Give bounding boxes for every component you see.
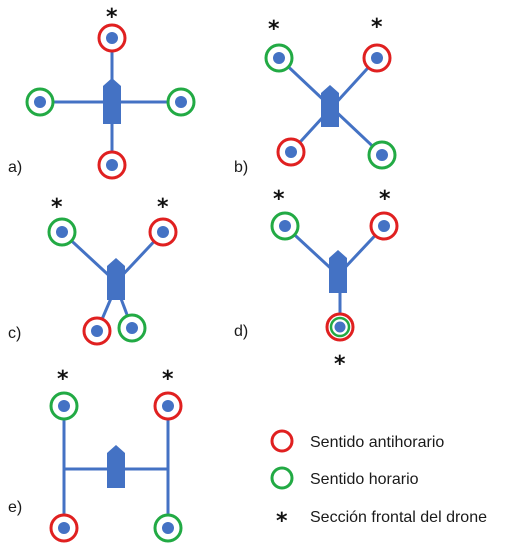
panel-label-d: d)	[234, 323, 248, 340]
panel-c: * * c)	[8, 195, 178, 346]
front-marker: *	[57, 367, 69, 392]
front-marker: *	[268, 17, 280, 42]
panel-label-a: a)	[8, 159, 22, 176]
asterisk-icon: *	[276, 509, 288, 534]
panel-e: * * e)	[8, 367, 183, 543]
red-ring-icon	[270, 429, 294, 453]
legend: Sentido antihorario Sentido horario * Se…	[270, 429, 487, 534]
motor-cw	[367, 140, 397, 170]
motor-cw	[47, 217, 77, 247]
motor-cw	[264, 43, 294, 73]
panel-a: * a)	[8, 5, 196, 180]
legend-text-ccw: Sentido antihorario	[310, 434, 444, 451]
motor-ccw	[97, 23, 127, 53]
motor-ccw	[82, 316, 112, 346]
front-marker: *	[162, 367, 174, 392]
motor-ccw	[49, 513, 79, 543]
panel-d: * * * d)	[234, 187, 399, 377]
front-marker: *	[273, 187, 285, 212]
legend-item-ccw: Sentido antihorario	[270, 429, 444, 453]
motor-cw	[166, 87, 196, 117]
motor-cw	[117, 313, 147, 343]
motor-cw	[270, 211, 300, 241]
motor-ccw	[148, 217, 178, 247]
legend-text-front: Sección frontal del drone	[310, 509, 487, 526]
front-marker: *	[106, 5, 118, 30]
motor-ccw	[369, 211, 399, 241]
motor-ccw	[153, 391, 183, 421]
motor-coaxial	[325, 312, 355, 342]
panel-label-b: b)	[234, 159, 248, 176]
panel-label-c: c)	[8, 325, 21, 342]
legend-item-cw: Sentido horario	[270, 466, 419, 490]
drone-body	[103, 78, 121, 124]
panel-b: * * b)	[234, 15, 397, 176]
front-marker: *	[379, 187, 391, 212]
motor-ccw	[362, 43, 392, 73]
drone-body	[107, 445, 125, 488]
drone-body	[321, 85, 339, 127]
front-marker: *	[371, 15, 383, 40]
motor-cw	[153, 513, 183, 543]
drone-body	[329, 250, 347, 293]
motor-cw	[49, 391, 79, 421]
legend-item-front: * Sección frontal del drone	[276, 509, 487, 534]
drone-body	[107, 258, 125, 300]
front-marker: *	[334, 352, 346, 377]
motor-cw	[25, 87, 55, 117]
green-ring-icon	[270, 466, 294, 490]
panel-label-e: e)	[8, 499, 22, 516]
motor-ccw	[97, 150, 127, 180]
front-marker: *	[157, 195, 169, 220]
legend-text-cw: Sentido horario	[310, 471, 419, 488]
motor-ccw	[276, 137, 306, 167]
front-marker: *	[51, 195, 63, 220]
